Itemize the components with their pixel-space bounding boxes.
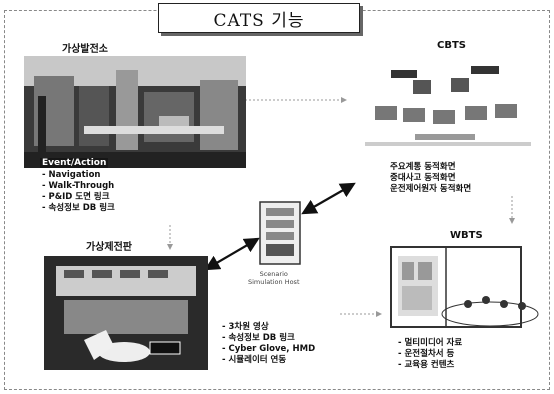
cbts-image: [355, 56, 541, 156]
wbts-label: WBTS: [450, 230, 483, 241]
virtual-plant-image: [24, 56, 246, 168]
cbts-features: 주요계통 동적화면 중대사고 동적화면 운전제어원자 동적화면: [390, 162, 471, 195]
server-caption-line: Scenario: [259, 270, 288, 278]
virtual-plant-features: - Navigation - Walk-Through - P&ID 도면 링크…: [42, 170, 115, 214]
feature-item: - 시뮬레이터 연동: [222, 355, 287, 365]
virtual-panel-features: - 3차원 영상 - 속성정보 DB 링크 - Cyber Glove, HMD…: [222, 322, 315, 366]
wbts-features: - 멀티미디어 자료 - 운전절차서 등 - 교육용 컨텐츠: [398, 338, 462, 371]
feature-item: - 멀티미디어 자료: [398, 338, 463, 348]
virtual-plant-label: 가상발전소: [62, 44, 108, 55]
feature-item: - 속성정보 DB 링크: [42, 203, 115, 213]
server-icon: [258, 200, 302, 266]
feature-item: - P&ID 도면 링크: [42, 192, 110, 202]
feature-item: 중대사고 동적화면: [390, 173, 456, 183]
wbts-image: [390, 246, 542, 334]
feature-item: - Navigation: [42, 170, 101, 180]
cbts-label: CBTS: [437, 40, 466, 51]
feature-item: - Cyber Glove, HMD: [222, 344, 316, 354]
feature-item: 운전제어원자 동적화면: [390, 184, 472, 194]
feature-item: - 교육용 컨텐츠: [398, 360, 455, 370]
server-caption: Scenario Simulation Host: [248, 270, 300, 286]
virtual-panel-image: [44, 256, 208, 370]
feature-item: 주요계통 동적화면: [390, 162, 456, 172]
feature-item: - 3차원 영상: [222, 322, 269, 332]
server-caption-line: Simulation Host: [248, 278, 300, 286]
feature-item: - Walk-Through: [42, 181, 115, 191]
link-server-cbts: [301, 182, 356, 215]
event-action-label: Event/Action: [40, 158, 109, 168]
virtual-panel-label: 가상제전판: [86, 242, 132, 253]
diagram-title: CATS 기능: [158, 3, 360, 33]
feature-item: - 운전절차서 등: [398, 349, 455, 359]
link-server-panel: [204, 237, 260, 271]
feature-item: - 속성정보 DB 링크: [222, 333, 295, 343]
